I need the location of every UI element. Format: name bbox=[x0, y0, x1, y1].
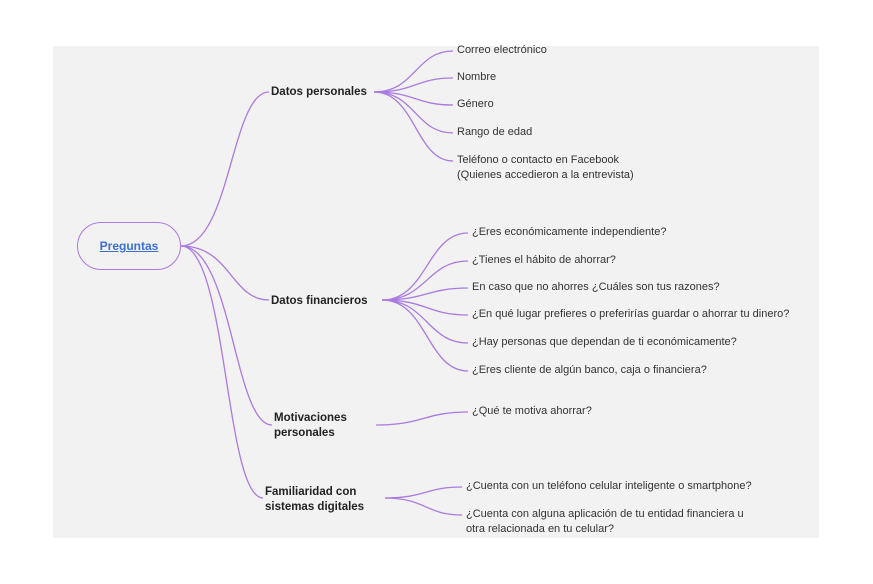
branch-leaf-link bbox=[373, 50, 454, 93]
leaf-question[interactable]: Nombre bbox=[457, 71, 497, 83]
branch-leaf-link bbox=[384, 486, 463, 499]
branch-leaf-link bbox=[375, 411, 469, 426]
leaf-question[interactable]: ¿Qué te motiva ahorrar? bbox=[472, 405, 592, 417]
branch-leaf-link bbox=[373, 77, 454, 93]
leaf-question[interactable]: ¿Tienes el hábito de ahorrar? bbox=[472, 254, 616, 266]
root-branch-link bbox=[180, 245, 273, 426]
leaf-question[interactable]: En caso que no ahorres ¿Cuáles son tus r… bbox=[472, 281, 720, 293]
leaf-question[interactable]: Teléfono o contacto en Facebook (Quienes… bbox=[457, 154, 634, 181]
branch-leaf-link bbox=[381, 232, 469, 301]
branch-familiaridad-con[interactable]: Familiaridad con sistemas digitales bbox=[265, 486, 365, 513]
leaf-question[interactable]: Correo electrónico bbox=[457, 44, 547, 56]
branch-datos-personales[interactable]: Datos personales bbox=[271, 86, 367, 98]
branch-leaf-link bbox=[381, 260, 469, 301]
branch-leaf-link bbox=[381, 299, 469, 372]
branch-leaf-link bbox=[384, 497, 463, 516]
leaf-question[interactable]: Género bbox=[457, 98, 494, 110]
branch-leaf-link bbox=[373, 91, 454, 162]
leaf-question[interactable]: ¿Cuenta con un teléfono celular intelige… bbox=[466, 480, 752, 492]
root-node[interactable]: Preguntas bbox=[77, 222, 181, 270]
branch-leaf-link bbox=[381, 299, 469, 316]
leaf-question[interactable]: ¿Cuenta con alguna aplicación de tu enti… bbox=[466, 508, 744, 535]
leaf-question[interactable]: ¿En qué lugar prefieres o preferirías gu… bbox=[472, 308, 790, 320]
leaf-question[interactable]: Rango de edad bbox=[457, 126, 533, 138]
root-branch-link bbox=[180, 245, 270, 301]
leaf-question[interactable]: ¿Hay personas que dependan de ti económi… bbox=[472, 336, 737, 348]
leaf-question[interactable]: ¿Eres económicamente independiente? bbox=[472, 226, 667, 238]
branch-leaf-link bbox=[381, 287, 469, 301]
root-branch-link bbox=[180, 91, 270, 247]
branch-leaf-link bbox=[373, 91, 454, 134]
branch-motivaciones[interactable]: Motivaciones personales bbox=[274, 412, 347, 439]
branch-datos-financieros[interactable]: Datos financieros bbox=[271, 295, 368, 307]
branch-leaf-link bbox=[381, 299, 469, 344]
root-branch-link bbox=[180, 245, 264, 499]
root-label[interactable]: Preguntas bbox=[99, 239, 159, 253]
branch-leaf-link bbox=[373, 91, 454, 106]
leaf-question[interactable]: ¿Eres cliente de algún banco, caja o fin… bbox=[472, 364, 707, 376]
